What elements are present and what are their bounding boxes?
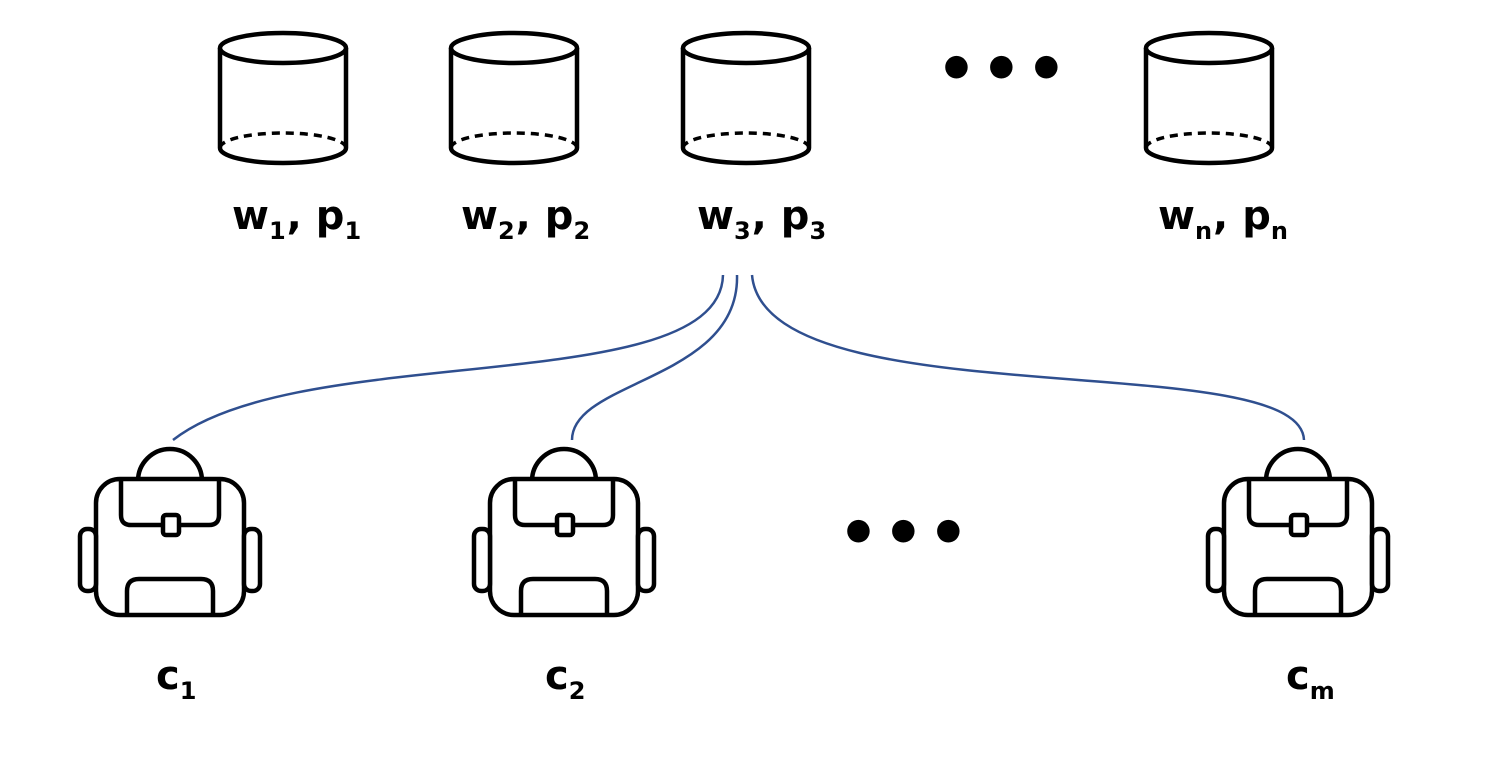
edges bbox=[172, 274, 1306, 441]
knapsack-m-backpack-icon bbox=[1208, 449, 1388, 615]
item-1-cylinder-icon bbox=[220, 33, 346, 163]
knapsack-label-1: c1 bbox=[156, 653, 197, 705]
edge-item-3-knapsack-m bbox=[750, 274, 1306, 441]
item-2-cylinder-icon bbox=[451, 33, 577, 163]
knapsacks-ellipsis: ••• bbox=[838, 497, 973, 571]
knapsack-2-backpack-icon bbox=[474, 449, 654, 615]
item-label-n: wn, pn bbox=[1158, 193, 1288, 245]
edge-item-3-knapsack-2 bbox=[570, 274, 739, 441]
item-n-cylinder-icon bbox=[1146, 33, 1272, 163]
item-label-2: w2, p2 bbox=[461, 193, 591, 245]
item-3-cylinder-icon bbox=[683, 33, 809, 163]
knapsack-label-m: cm bbox=[1286, 653, 1335, 705]
items-ellipsis: ••• bbox=[936, 33, 1071, 107]
knapsack-1-backpack-icon bbox=[80, 449, 260, 615]
knapsack-label-2: c2 bbox=[545, 653, 586, 705]
edge-item-3-knapsack-1 bbox=[172, 274, 725, 441]
item-label-1: w1, p1 bbox=[232, 193, 362, 245]
item-label-3: w3, p3 bbox=[697, 193, 827, 245]
